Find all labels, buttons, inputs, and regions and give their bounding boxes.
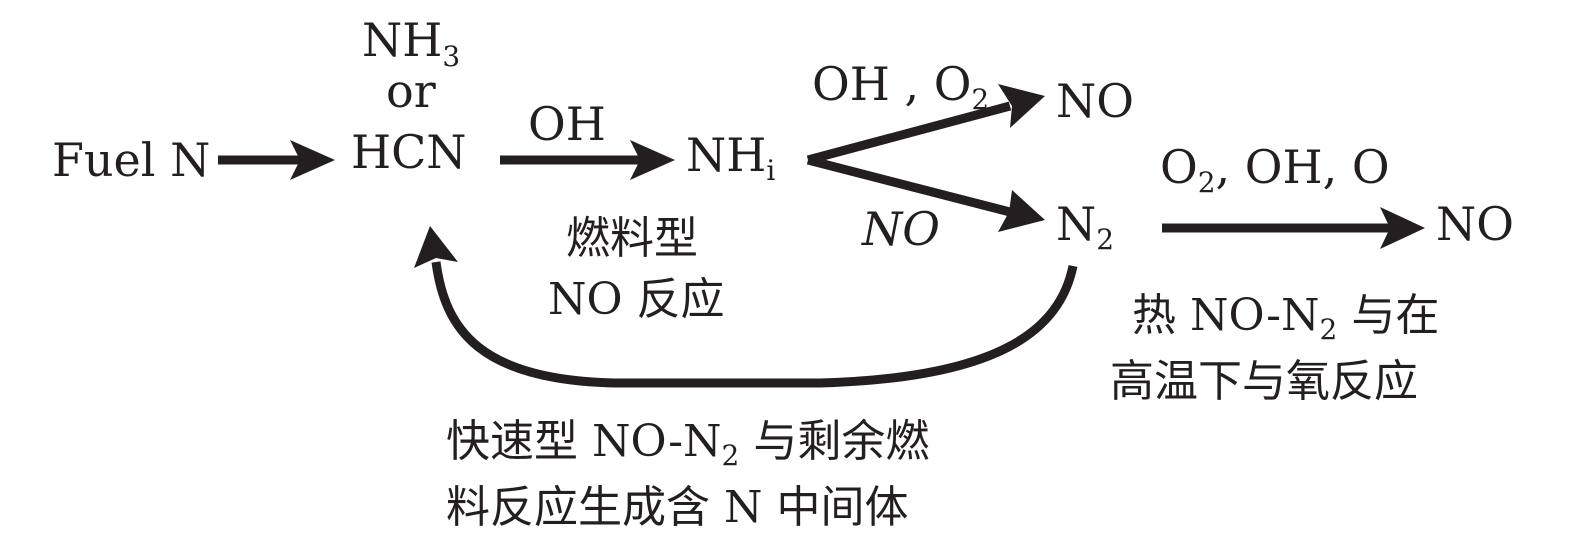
arrow-fuel-to-nh3 <box>218 140 335 180</box>
arrow-n2-back-to-hcn <box>414 226 1078 388</box>
arrow-hcn-to-nhi <box>500 140 675 180</box>
edge-label-o2-oh-o: O2, OH, O <box>1160 140 1390 199</box>
node-no-right: NO <box>1436 197 1514 251</box>
caption-prompt-line1: 快速型 NO-N2 与剩余燃 <box>446 416 929 472</box>
caption-thermal-line2: 高温下与氧反应 <box>1110 356 1418 407</box>
node-no-top: NO <box>1056 74 1134 128</box>
edge-label-oh: OH <box>528 97 606 151</box>
arrow-nhi-to-n2 <box>806 155 1045 232</box>
node-or: or <box>386 64 436 118</box>
node-n2: N2 <box>1056 197 1114 256</box>
edge-label-no: NO <box>861 202 940 256</box>
node-nh3: NH3 <box>362 13 460 73</box>
caption-prompt-line2: 料反应生成含 N 中间体 <box>446 482 908 533</box>
node-nhi: NHi <box>686 128 775 187</box>
edge-label-oh-o2: OH , O2 <box>812 57 989 116</box>
caption-thermal-line1: 热 NO-N2 与在 <box>1132 290 1439 346</box>
caption-fuel-type-line2: NO 反应 <box>548 274 725 325</box>
arrow-nhi-to-no <box>806 84 1045 165</box>
caption-fuel-type-line1: 燃料型 <box>566 213 698 264</box>
node-hcn: HCN <box>351 125 467 179</box>
arrow-n2-to-no <box>1162 207 1425 249</box>
node-fuel-n: Fuel N <box>52 133 210 187</box>
